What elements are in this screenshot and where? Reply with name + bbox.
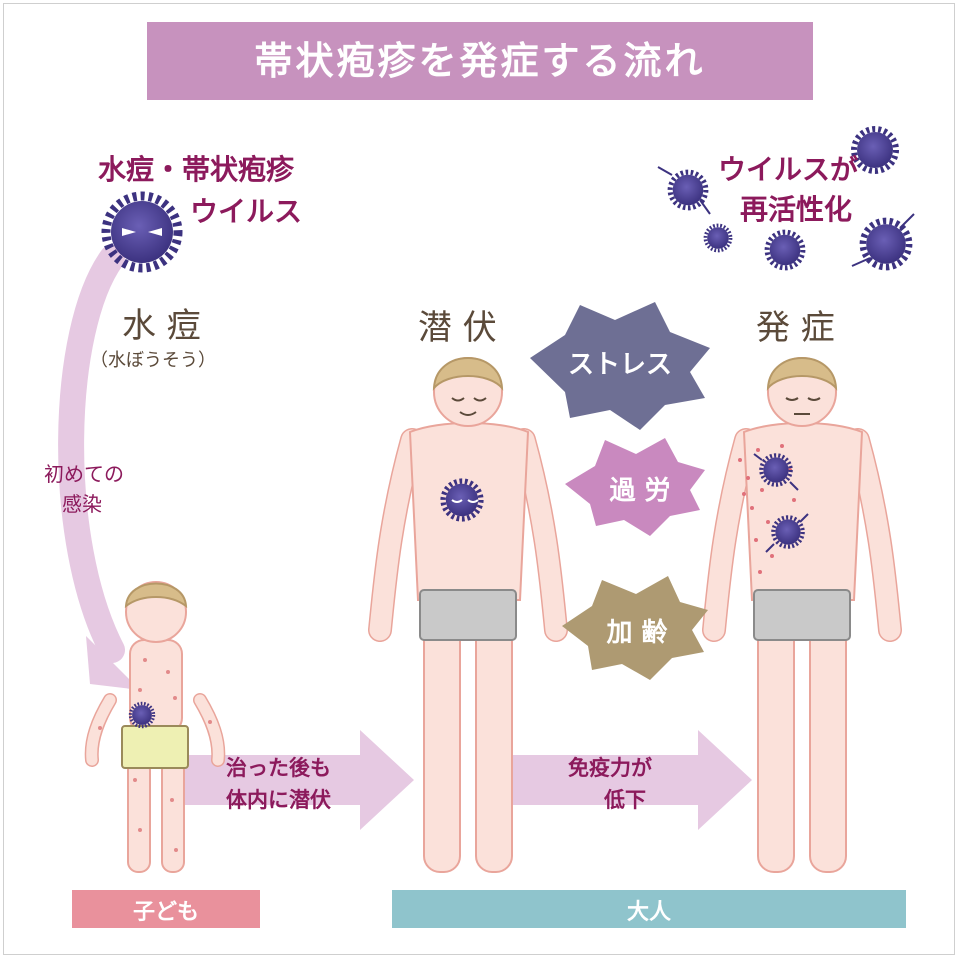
age-bar-child	[72, 890, 260, 928]
arrow-latent-line2: 体内に潜伏	[226, 788, 331, 812]
page-title: 帯状疱疹を発症する流れ	[147, 22, 813, 100]
first-infection-line2: 感染	[62, 492, 102, 516]
trigger-burst-overwork	[565, 438, 705, 536]
arrow-immunity-shape	[500, 730, 752, 830]
virus-cluster-icon	[657, 129, 915, 268]
outer-frame	[3, 3, 955, 955]
reactivation-label-line1: ウイルスが	[718, 153, 859, 186]
stage-heading-latent: 潜 伏	[418, 308, 497, 348]
arrow-immunity-line2: 低下	[604, 788, 646, 812]
virus-label-line1: 水痘・帯状疱疹	[98, 153, 295, 186]
trigger-burst-aging	[562, 576, 708, 680]
first-infection-arrow	[58, 245, 125, 663]
stage-chickenpox-reading: （水ぼうそう）	[90, 350, 216, 371]
adult-onset-figure	[702, 357, 902, 873]
stage-heading-chickenpox: 水 痘	[122, 306, 201, 346]
arrow-latent-line1: 治った後も	[226, 756, 331, 780]
virus-label-line2: ウイルス	[190, 195, 303, 228]
adult-latent-figure	[368, 357, 568, 873]
trigger-label-stress: ストレス	[567, 350, 672, 380]
stage-heading-onset: 発 症	[756, 308, 835, 348]
age-label-adult: 大人	[626, 900, 671, 925]
trigger-burst-stress	[530, 302, 710, 430]
arrow-immunity-line1: 免疫力が	[568, 756, 652, 780]
first-infection-arrowhead	[86, 636, 140, 690]
arrow-latent-shape	[178, 730, 414, 830]
first-infection-line1: 初めての	[44, 462, 124, 486]
child-figure	[84, 581, 226, 873]
age-label-child: 子ども	[132, 900, 199, 925]
trigger-label-aging: 加 齢	[606, 618, 668, 648]
age-bar-adult	[392, 890, 906, 928]
reactivation-label-line2: 再活性化	[740, 193, 853, 226]
trigger-label-overwork: 過 労	[609, 476, 671, 506]
virus-main-icon	[101, 191, 183, 273]
